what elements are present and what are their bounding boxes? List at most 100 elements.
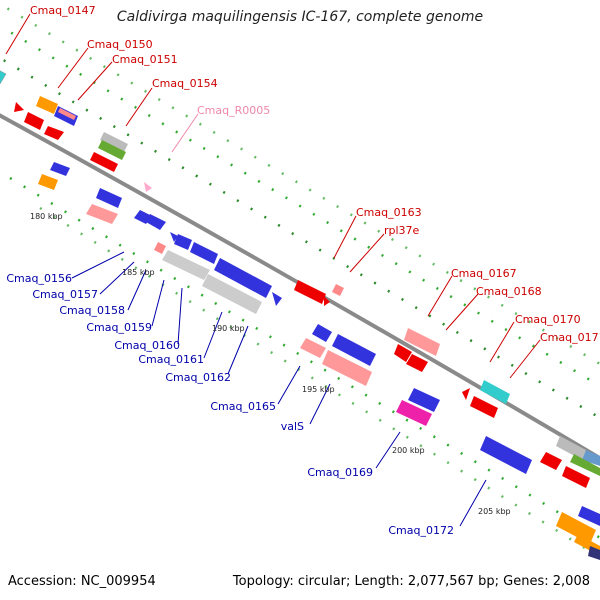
gene-f-red-right[interactable] [540,452,562,470]
leader-cmaq-0170 [489,321,515,363]
gene-cmaq-0163[interactable] [294,280,326,304]
scale-195: 195 kbp [302,385,335,394]
gene-cmaq-0170[interactable] [480,380,510,404]
gene-cmaq-0172[interactable] [480,436,532,474]
leader-cmaq-0161 [203,311,223,359]
forward-labels: Cmaq_0147 Cmaq_0150 Cmaq_0151 Cmaq_0154 … [30,4,600,344]
leader-cmaq-0163 [333,215,357,259]
label-cmaq-0151[interactable]: Cmaq_0151 [112,53,178,66]
gene-r-blue2[interactable] [96,188,122,208]
gene-cmaq-0162-grey[interactable] [202,274,262,314]
label-cmaq-0168[interactable]: Cmaq_0168 [476,285,542,298]
accession-text: Accession: NC_009954 [8,574,156,589]
gene-r-blue1[interactable] [50,162,70,176]
leader-cmaq-0171 [509,339,541,379]
gene-cmaq-0167[interactable] [404,328,440,356]
leader-cmaq-0168 [445,293,479,331]
leader-cmaq-0150 [57,47,89,89]
label-cmaq-0171[interactable]: Cmaq_0171 [540,331,600,344]
gene-f-grey-right[interactable] [556,436,586,460]
label-cmaq-0156[interactable]: Cmaq_0156 [6,272,72,285]
scale-190: 190 kbp [212,324,245,333]
gene-cmaq-0162[interactable] [214,258,272,298]
label-rpl37e[interactable]: rpl37e [384,224,420,237]
label-cmaq-0154[interactable]: Cmaq_0154 [152,77,218,90]
gene-f-red-right2[interactable] [562,466,590,488]
label-cmaq-0165[interactable]: Cmaq_0165 [210,400,276,413]
scale-180: 180 kbp [30,212,63,221]
leader-cmaq-0157 [99,261,135,295]
reverse-labels: Cmaq_0156 Cmaq_0157 Cmaq_0158 Cmaq_0159 … [6,272,454,537]
scale-205: 205 kbp [478,507,511,516]
gene-cmaq-0159-small[interactable] [170,232,178,242]
label-cmaq-0158[interactable]: Cmaq_0158 [59,304,125,317]
gene-cmaq-0169[interactable] [396,400,432,426]
gene-cmaq-0168a[interactable] [394,344,412,362]
gene-r-blue-right[interactable] [578,506,600,526]
leader-cmaq-0151 [77,61,113,101]
label-cmaq-0170[interactable]: Cmaq_0170 [515,313,581,326]
gene-f-red2[interactable] [24,112,44,130]
leader-cmaq-0158 [127,269,147,311]
leader-cmaq-0167 [427,275,453,317]
gene-cmaq-r0005[interactable] [144,182,152,192]
leader-cmaq-r0005 [171,113,199,153]
gene-f-green-right[interactable] [570,454,600,476]
label-cmaq-0147[interactable]: Cmaq_0147 [30,4,96,17]
leader-vals [309,383,331,425]
gene-r-navy-right[interactable] [588,546,600,560]
gene-cmaq-0171[interactable] [470,396,498,418]
gene-cmaq-0157[interactable] [146,214,166,230]
gene-vals-pink[interactable] [322,350,372,386]
label-cmaq-0163[interactable]: Cmaq_0163 [356,206,422,219]
leader-cmaq-0147 [5,13,31,55]
gene-cmaq-0165-blue[interactable] [312,324,332,342]
gene-cmaq-0154-grey[interactable] [100,132,128,152]
gene-r-orange[interactable] [38,174,58,190]
gene-cmaq-0158[interactable] [154,242,166,254]
map-title: Caldivirga maquilingensis IC-167, comple… [116,9,484,25]
gene-cmaq-0151b[interactable] [58,108,76,120]
gene-vals[interactable] [332,334,376,366]
gene-cmaq-0154-green[interactable] [98,140,126,160]
gene-cmaq-0169-blue[interactable] [408,388,440,412]
gene-cmaq-0168[interactable] [406,354,428,372]
label-cmaq-0172[interactable]: Cmaq_0172 [388,524,454,537]
scale-labels: 180 kbp 185 kbp 190 kbp 195 kbp 200 kbp … [30,212,511,516]
leader-cmaq-0172 [459,479,487,527]
label-cmaq-0161[interactable]: Cmaq_0161 [138,353,204,366]
genome-summary: Topology: circular; Length: 2,077,567 bp… [232,574,590,589]
gene-cmaq-0165[interactable] [300,338,326,358]
gene-cmaq-0147[interactable] [0,68,7,85]
gene-cmaq-0160[interactable] [190,242,218,264]
label-cmaq-0167[interactable]: Cmaq_0167 [451,267,517,280]
gene-cmaq-0150[interactable] [36,96,58,114]
label-cmaq-0162[interactable]: Cmaq_0162 [165,371,231,384]
label-cmaq-0160[interactable]: Cmaq_0160 [114,339,180,352]
gene-cmaq-0154[interactable] [90,152,118,172]
label-cmaq-0159[interactable]: Cmaq_0159 [86,321,152,334]
label-vals[interactable]: valS [281,420,304,433]
gene-r-pink1[interactable] [86,204,118,224]
gene-f-red3[interactable] [44,126,64,140]
label-cmaq-r0005[interactable]: Cmaq_R0005 [197,104,270,117]
leader-cmaq-0154 [125,87,153,127]
gene-r-blue-small[interactable] [272,292,282,306]
gene-cmaq-0171a[interactable] [462,388,470,400]
gene-cmaq-0161[interactable] [162,250,210,280]
leader-cmaq-0165 [277,365,301,405]
label-cmaq-0169[interactable]: Cmaq_0169 [307,466,373,479]
label-cmaq-0157[interactable]: Cmaq_0157 [32,288,98,301]
scale-200: 200 kbp [392,446,425,455]
reverse-genes [38,162,600,560]
gene-rpl37e[interactable] [332,284,344,296]
leader-cmaq-0159 [151,279,165,327]
gene-cmaq-0159[interactable] [174,234,192,250]
gene-r-orange-right[interactable] [556,512,596,544]
leader-cmaq-0162 [227,325,249,375]
leader-cmaq-0156 [71,251,125,279]
label-cmaq-0150[interactable]: Cmaq_0150 [87,38,153,51]
gene-f-red1[interactable] [14,102,24,112]
gene-cmaq-0163b[interactable] [324,296,330,306]
gene-f-blue-right[interactable] [582,450,600,466]
